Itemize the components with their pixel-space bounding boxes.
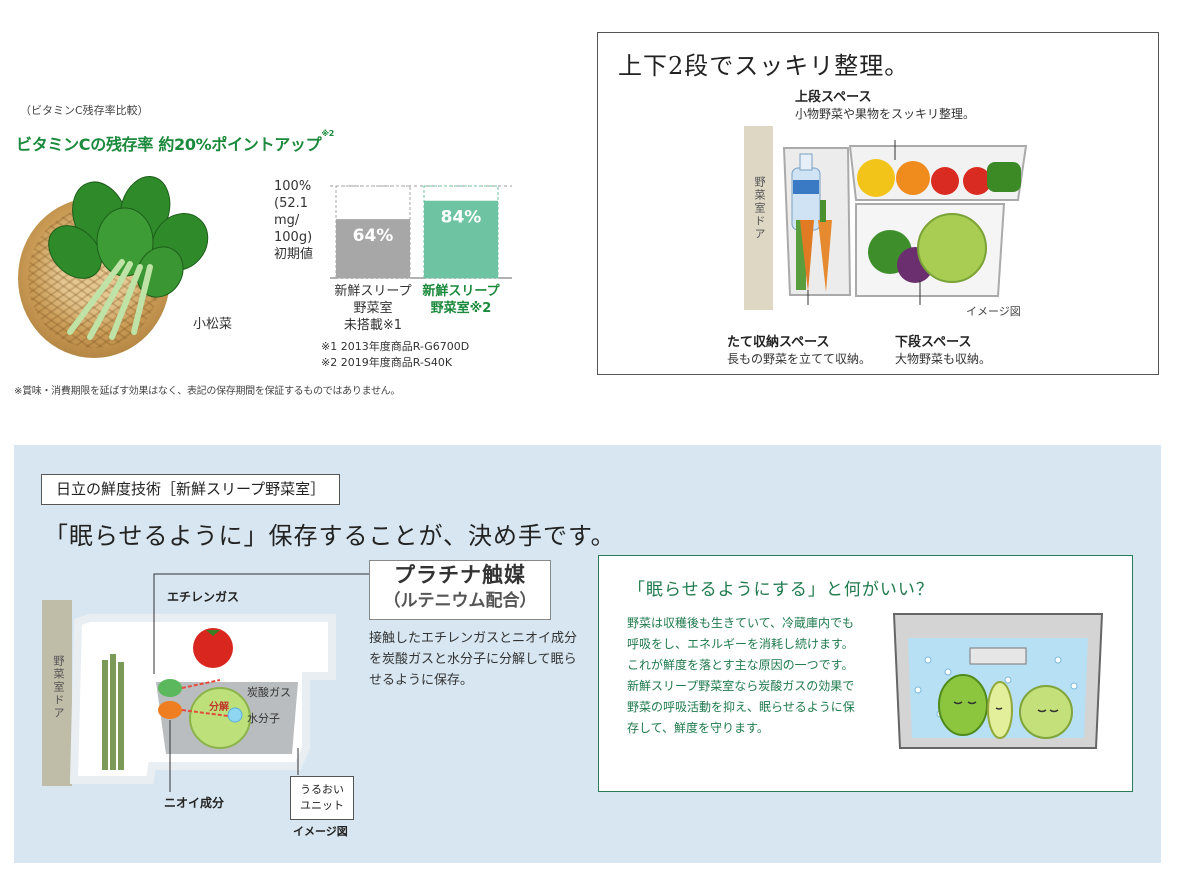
bar-category-label: 新鮮スリープ野菜室※2 xyxy=(414,283,508,317)
note-line: ※2 2019年度商品R-S40K xyxy=(321,356,453,369)
technology-tag: 日立の鮮度技術［新鮮スリープ野菜室］ xyxy=(41,474,341,505)
initial-line: (52.1 xyxy=(274,196,309,211)
drawer-door-image xyxy=(42,600,72,786)
catalyst-description: 接触したエチレンガスとニオイ成分を炭酸ガスと水分子に分解して眠らせるように保存。 xyxy=(369,631,578,688)
upper-space-desc: 小物野菜や果物をスッキリ整理。 xyxy=(795,107,976,121)
vertical-space-title: たて収納スペース xyxy=(727,335,830,350)
vitamin-c-bar-chart: 64% 84% xyxy=(330,185,512,279)
lower-space-desc: 大物野菜も収納。 xyxy=(895,352,992,366)
category-line: 新鮮スリープ xyxy=(422,284,500,299)
door-label: 野菜室ドア xyxy=(52,655,65,720)
initial-value-label: 100% (52.1 mg/ 100g) 初期値 xyxy=(274,178,322,263)
moisture-unit-line: ユニット xyxy=(300,799,344,812)
initial-line: mg/ xyxy=(274,213,300,228)
image-note: イメージ図 xyxy=(966,305,1021,318)
platinum-catalyst-badge: プラチナ触媒 （ルテニウム配合） xyxy=(369,560,551,620)
product-notes: ※1 2013年度商品R-G6700D ※2 2019年度商品R-S40K xyxy=(321,339,469,371)
sleeping-vegetables-illustration xyxy=(892,613,1104,749)
moisture-unit-label: うるおい ユニット xyxy=(290,776,354,820)
headline-text: ビタミンCの残存率 約20%ポイントアップ xyxy=(16,135,322,154)
door-label: 野菜室ドア xyxy=(753,176,766,241)
komatsuna-leaves-image xyxy=(48,176,209,340)
vegetable-drawer-image xyxy=(782,140,1028,305)
bar-value-label: 64% xyxy=(353,226,394,246)
moisture-unit-line: うるおい xyxy=(300,783,344,796)
vitamin-c-headline: ビタミンCの残存率 約20%ポイントアップ※2 xyxy=(16,129,335,155)
vertical-space-desc: 長もの野菜を立てて収納。 xyxy=(727,352,872,366)
co2-label: 炭酸ガス xyxy=(247,686,291,699)
catalyst-name: プラチナ触媒 xyxy=(394,563,526,587)
initial-line: 100% xyxy=(274,179,312,194)
decomposition-label: 分解 xyxy=(209,702,229,713)
drawer-door-image xyxy=(744,126,773,310)
technology-headline: 「眠らせるように」保存することが、決め手です。 xyxy=(44,522,616,550)
comparison-caption: （ビタミンC残存率比較） xyxy=(20,104,149,117)
odor-label: ニオイ成分 xyxy=(164,796,225,810)
initial-line: 初期値 xyxy=(274,247,314,262)
ethylene-label: エチレンガス xyxy=(167,590,240,604)
headline-footnote-mark: ※2 xyxy=(321,129,335,138)
upper-space-title: 上段スペース xyxy=(795,90,872,105)
category-line: 野菜室※2 xyxy=(430,301,492,316)
catalyst-subname: （ルテニウム配合） xyxy=(383,591,537,611)
upper-space-callout: 上段スペース 小物野菜や果物をスッキリ整理。 xyxy=(795,86,975,122)
bar-value-label: 84% xyxy=(441,208,482,228)
lower-space-title: 下段スペース xyxy=(895,335,972,350)
category-line: 新鮮スリープ xyxy=(334,284,412,299)
benefit-body: 野菜は収穫後も生きていて、冷蔵庫内でも呼吸をし、エネルギーを消耗し続けます。これ… xyxy=(627,616,855,735)
bar xyxy=(424,200,498,278)
tier-title: 上下2段でスッキリ整理。 xyxy=(618,52,910,80)
produce-label: 小松菜 xyxy=(193,317,233,332)
initial-line: 100g) xyxy=(274,230,313,245)
disclaimer: ※賞味・消費期限を延ばす効果はなく、表記の保存期間を保証するものではありません。 xyxy=(14,386,401,397)
bar xyxy=(336,219,410,278)
category-line: 未搭載※1 xyxy=(343,318,403,333)
bar-category-label: 新鮮スリープ野菜室未搭載※1 xyxy=(326,283,420,334)
water-molecule-label: 水分子 xyxy=(247,712,280,725)
catalyst-diagram-image xyxy=(70,573,370,792)
category-line: 野菜室 xyxy=(353,301,393,316)
note-line: ※1 2013年度商品R-G6700D xyxy=(321,340,470,353)
benefit-title: 「眠らせるようにする」と何がいい？ xyxy=(628,580,934,600)
vertical-space-callout: たて収納スペース 長もの野菜を立てて収納。 xyxy=(727,331,871,367)
lower-space-callout: 下段スペース 大物野菜も収納。 xyxy=(895,331,991,367)
image-note: イメージ図 xyxy=(293,825,348,838)
